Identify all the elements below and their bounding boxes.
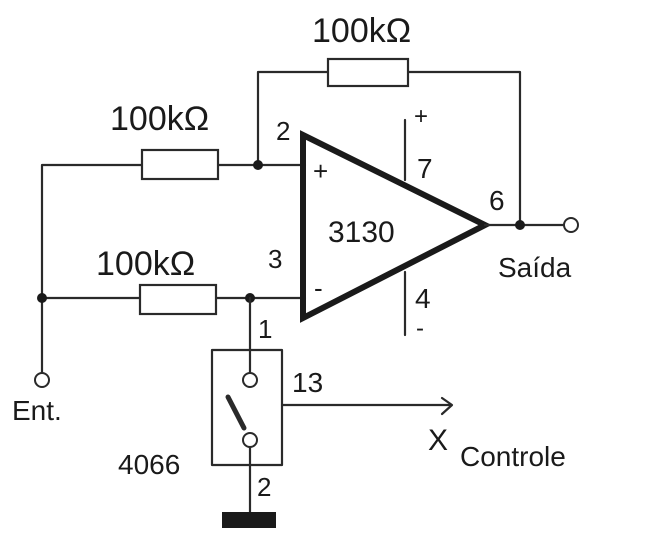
switch-pin-1-label: 1 — [258, 314, 272, 344]
output-terminal-label: Saída — [498, 252, 572, 283]
resistor-feedback — [326, 57, 410, 88]
resistor-input-minus — [138, 283, 218, 316]
switch-contact-top — [242, 372, 258, 388]
resistor-input-plus-label: 100kΩ — [110, 100, 209, 138]
opamp-part-label: 3130 — [328, 216, 395, 249]
input-terminal — [34, 372, 50, 388]
opamp-minus-sign: - — [314, 273, 323, 303]
junction-dot — [37, 293, 47, 303]
supply-plus-sign: + — [414, 103, 428, 130]
resistor-input-plus — [140, 148, 220, 181]
ground-symbol — [222, 512, 276, 528]
resistor-feedback-label: 100kΩ — [312, 12, 411, 50]
output-terminal — [563, 217, 579, 233]
supply-minus-sign: - — [416, 315, 424, 342]
opamp-triangle — [300, 130, 492, 323]
pin-2-label: 2 — [276, 116, 290, 146]
switch-pin-2-label: 2 — [257, 472, 271, 502]
switch-blade — [225, 394, 247, 431]
switch-part-label: 4066 — [118, 449, 180, 480]
switch-contact-bottom — [242, 432, 258, 448]
pin-6-label: 6 — [489, 185, 505, 216]
input-terminal-label: Ent. — [12, 395, 62, 426]
control-x-label: X — [428, 424, 448, 457]
pin-4-label: 4 — [415, 283, 431, 314]
control-arrow — [440, 396, 454, 416]
feedback-wire — [256, 70, 522, 227]
opamp-plus-sign: + — [313, 156, 328, 186]
pin-3-label: 3 — [268, 244, 282, 274]
switch-4066-box — [210, 348, 284, 467]
switch-pin-13-label: 13 — [292, 367, 323, 398]
junction-dot — [253, 160, 263, 170]
pin-7-label: 7 — [417, 153, 433, 184]
control-label: Controle — [460, 441, 566, 472]
junction-dot — [515, 220, 525, 230]
resistor-input-minus-label: 100kΩ — [96, 245, 195, 283]
